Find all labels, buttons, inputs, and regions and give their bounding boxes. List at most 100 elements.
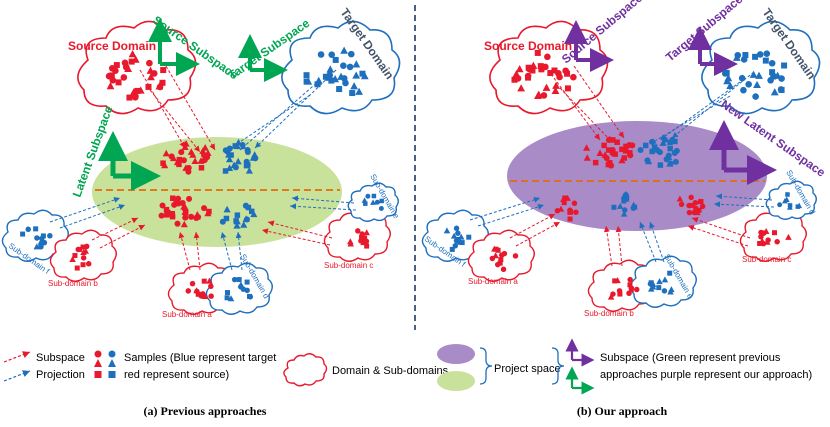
sample-marker (85, 261, 92, 267)
sample-marker (250, 210, 258, 218)
sample-marker (769, 69, 776, 76)
legend-domain-text: Domain & Sub-domains (332, 365, 449, 377)
sample-marker (633, 286, 640, 293)
sample-marker (179, 200, 186, 207)
sample-marker (83, 243, 90, 250)
sample-marker (511, 76, 518, 83)
sample-marker (347, 240, 354, 247)
sample-marker (605, 147, 612, 153)
sample-marker (40, 233, 46, 239)
sample-marker (189, 280, 196, 287)
sample-marker (592, 159, 599, 166)
sample-marker (185, 288, 192, 294)
sample-marker (786, 204, 793, 210)
sample-marker (666, 160, 674, 167)
sample-marker (346, 63, 354, 71)
sample-marker (180, 157, 187, 164)
sample-marker (466, 234, 472, 240)
sample-marker (626, 142, 633, 149)
sample-marker (74, 265, 80, 271)
sample-marker (252, 155, 259, 162)
sample-marker (80, 249, 87, 256)
sample-marker (379, 198, 384, 204)
sample-marker (654, 147, 661, 154)
source-domain-label: Source Domain (68, 39, 156, 53)
sample-marker (554, 207, 561, 214)
sample-marker (244, 279, 250, 285)
sample-marker (128, 58, 135, 65)
sample-marker (134, 87, 141, 94)
sample-marker (363, 201, 368, 206)
sample-marker (247, 294, 254, 300)
sample-marker (627, 150, 633, 156)
sample-marker (180, 220, 188, 228)
sub-domain-c-label: Sub-domain c (324, 261, 373, 270)
sample-marker (752, 53, 759, 60)
sample-marker (159, 79, 166, 86)
sample-marker (657, 162, 664, 168)
sample-marker (667, 139, 673, 146)
sample-marker (612, 278, 618, 284)
sample-marker (517, 84, 526, 92)
legend-subspace-text: Subspace (36, 352, 85, 364)
sample-marker (785, 233, 792, 240)
sample-marker (226, 145, 233, 152)
sample-marker (234, 157, 242, 165)
sample-marker (661, 276, 669, 283)
sample-marker (774, 238, 780, 245)
sample-marker (627, 276, 633, 283)
sample-marker (755, 71, 763, 79)
sample-marker (669, 136, 676, 143)
sample-marker (623, 143, 629, 150)
sample-marker (239, 141, 246, 148)
sample-marker (656, 278, 663, 285)
sample-marker (494, 261, 501, 268)
sub-domain-a-label-b: Sub-domain a (468, 277, 518, 286)
sample-marker (234, 212, 241, 218)
sample-marker (649, 148, 655, 155)
sample-marker (362, 235, 368, 241)
sample-marker (146, 66, 155, 74)
sample-marker (529, 61, 538, 69)
sub-domain-b-label: Sub-domain b (48, 279, 98, 288)
sample-marker (340, 62, 347, 69)
sample-marker (449, 246, 455, 252)
sub-domain-a-label: Sub-domain a (162, 310, 212, 319)
sample-marker (200, 291, 206, 297)
sample-marker (169, 213, 176, 220)
sample-marker (561, 200, 567, 206)
sample-marker (245, 204, 252, 211)
sample-marker (181, 143, 189, 150)
sample-marker (75, 246, 81, 253)
sample-marker (158, 212, 165, 219)
sample-marker (514, 75, 522, 82)
projection-lines-b (469, 65, 775, 267)
sample-marker (113, 62, 120, 69)
sample-marker (108, 72, 115, 79)
sample-marker (176, 156, 183, 163)
sample-marker (355, 87, 363, 95)
sample-marker (317, 51, 325, 58)
sample-marker (204, 209, 212, 217)
sample-marker (450, 232, 458, 239)
sample-marker (47, 232, 53, 239)
sample-marker (557, 205, 565, 212)
sample-marker (163, 206, 170, 213)
sample-marker (80, 244, 86, 250)
sample-marker (627, 282, 633, 288)
sample-marker (145, 83, 152, 90)
sample-marker (233, 222, 241, 229)
sample-marker (628, 285, 635, 291)
sample-marker (175, 195, 182, 202)
sample-marker (759, 237, 766, 244)
sample-marker (573, 209, 579, 215)
sample-marker (233, 218, 239, 224)
sample-marker (621, 155, 628, 161)
sample-marker (243, 162, 250, 169)
sample-marker (560, 196, 567, 203)
sample-marker (672, 158, 679, 165)
sample-marker (314, 81, 321, 88)
sample-marker (524, 72, 532, 80)
sub-domain-d-cloud-b (765, 180, 817, 220)
sample-marker (663, 156, 670, 163)
